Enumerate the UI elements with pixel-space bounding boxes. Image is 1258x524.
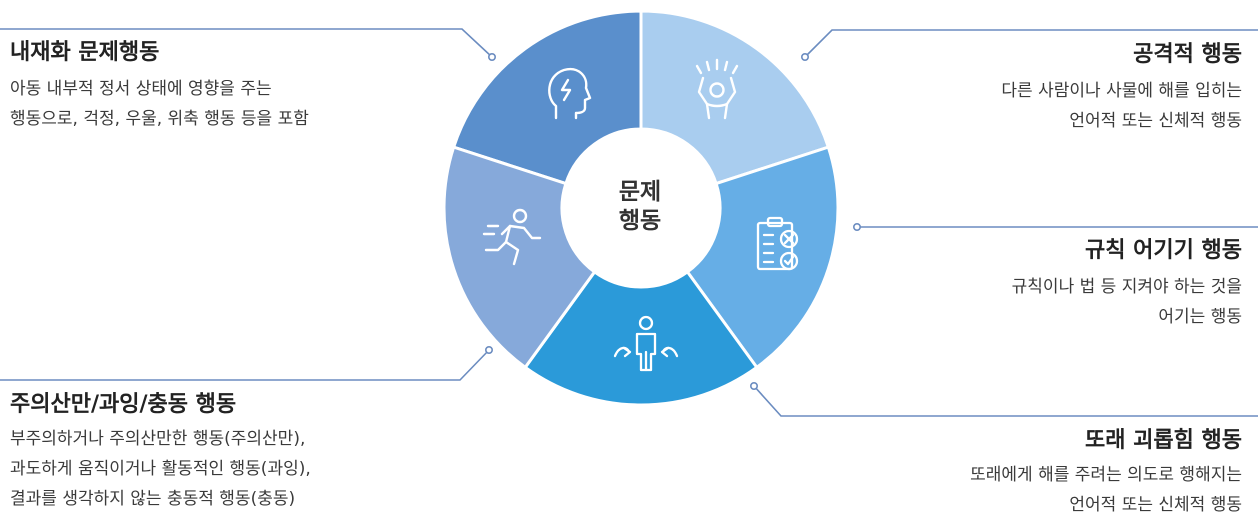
connector-internalizing xyxy=(0,28,493,58)
desc-rule-breaking-line2: 어기는 행동 xyxy=(1158,307,1242,327)
connector-bullying xyxy=(753,385,1258,417)
title-bullying: 또래 괴롭힘 행동 xyxy=(1085,428,1242,453)
desc-attention-line2: 과도하게 움직이거나 활동적인 행동(과잉), xyxy=(10,459,311,479)
connector-aggressive xyxy=(804,29,1258,58)
desc-bullying-line1: 또래에게 해를 주려는 의도로 행해지는 xyxy=(970,465,1242,485)
desc-internalizing-line2: 행동으로, 걱정, 우울, 위축 행동 등을 포함 xyxy=(10,109,309,129)
block-internalizing: 내재화 문제행동 아동 내부적 정서 상태에 영향을 주는 행동으로, 걱정, … xyxy=(10,38,309,134)
title-aggressive: 공격적 행동 xyxy=(1133,42,1242,67)
title-rule-breaking: 규칙 어기기 행동 xyxy=(1085,238,1242,263)
title-attention: 주의산만/과잉/충동 행동 xyxy=(10,392,237,417)
running-person-icon xyxy=(482,208,542,266)
desc-rule-breaking-line1: 규칙이나 법 등 지켜야 하는 것을 xyxy=(1011,277,1242,297)
block-aggressive: 공격적 행동 다른 사람이나 사물에 해를 입히는 언어적 또는 신체적 행동 xyxy=(1001,40,1242,136)
block-bullying: 또래 괴롭힘 행동 또래에게 해를 주려는 의도로 행해지는 언어적 또는 신체… xyxy=(970,426,1242,520)
connector-dot-attention xyxy=(484,345,493,354)
title-internalizing: 내재화 문제행동 xyxy=(10,40,160,65)
desc-attention-line3: 결과를 생각하지 않는 충동적 행동(충동) xyxy=(10,489,296,509)
block-attention: 주의산만/과잉/충동 행동 부주의하거나 주의산만한 행동(주의산만), 과도하… xyxy=(10,390,311,514)
center-label-line2: 행동 xyxy=(618,208,662,234)
connector-dot-bullying xyxy=(749,381,758,390)
center-label: 문제 행동 xyxy=(583,178,697,236)
center-label-line1: 문제 xyxy=(618,179,662,205)
block-rule-breaking: 규칙 어기기 행동 규칙이나 법 등 지켜야 하는 것을 어기는 행동 xyxy=(1012,236,1242,332)
desc-internalizing-line1: 아동 내부적 정서 상태에 영향을 주는 xyxy=(10,79,272,99)
angry-person-icon xyxy=(695,58,739,120)
clipboard-checklist-icon xyxy=(756,216,799,271)
head-stress-icon xyxy=(548,67,592,120)
connector-attention xyxy=(0,349,490,381)
desc-bullying-line2: 언어적 또는 신체적 행동 xyxy=(1069,495,1242,515)
connector-dot-aggressive xyxy=(800,52,809,61)
connector-lines xyxy=(0,28,1258,417)
desc-attention-line1: 부주의하거나 주의산만한 행동(주의산만), xyxy=(10,429,306,449)
connector-dot-internalizing xyxy=(487,52,496,61)
center-hub xyxy=(562,129,720,287)
desc-aggressive-line1: 다른 사람이나 사물에 해를 입히는 xyxy=(1001,81,1242,101)
connector-dot-rule-breaking xyxy=(852,223,861,232)
desc-aggressive-line2: 언어적 또는 신체적 행동 xyxy=(1069,111,1242,131)
person-targeted-icon xyxy=(613,315,679,372)
